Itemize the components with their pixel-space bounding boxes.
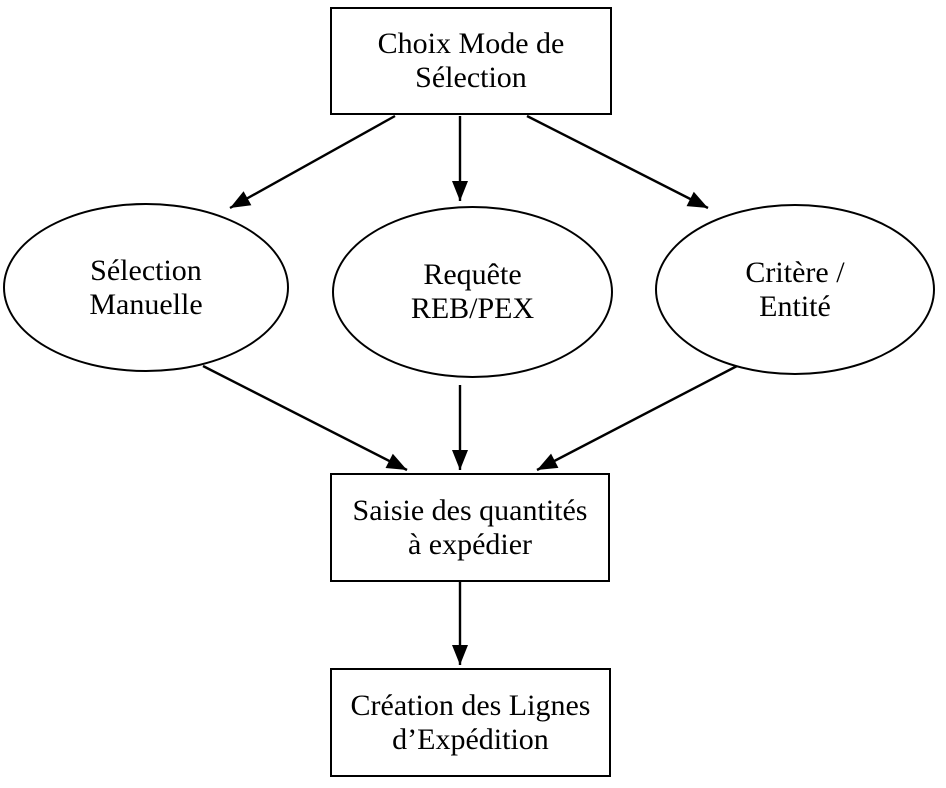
arrow-choix-to-selection-manuelle: [229, 114, 396, 210]
node-label-line: Sélection: [90, 253, 202, 287]
node-label-line: d’Expédition: [392, 722, 549, 756]
node-label-line: Saisie des quantités: [352, 493, 588, 527]
node-label-line: à expédier: [407, 527, 533, 561]
arrow-choix-to-critere: [526, 114, 709, 210]
node-label-line: Critère /: [745, 255, 845, 289]
arrow-selection-manuelle-to-saisie: [202, 364, 408, 472]
node-selection-manuelle: Sélection Manuelle: [3, 203, 289, 372]
node-requete-reb-pex: Requête REB/PEX: [332, 206, 613, 378]
node-label-line: Entité: [759, 289, 831, 323]
arrow-critere-to-saisie: [536, 364, 738, 472]
node-label-line: Création des Lignes: [350, 688, 591, 722]
node-label-line: REB/PEX: [410, 292, 535, 325]
node-label-line: Requête: [423, 258, 522, 291]
node-saisie-des-quantites: Saisie des quantités à expédier: [330, 473, 610, 582]
node-choix-mode-de-selection: Choix Mode de Sélection: [330, 7, 612, 115]
node-label-line: Choix Mode de: [377, 27, 565, 60]
node-label-line: Sélection: [415, 61, 527, 94]
node-label-line: Manuelle: [89, 287, 203, 321]
node-critere-entite: Critère / Entité: [655, 204, 935, 375]
node-creation-des-lignes: Création des Lignes d’Expédition: [330, 668, 611, 777]
